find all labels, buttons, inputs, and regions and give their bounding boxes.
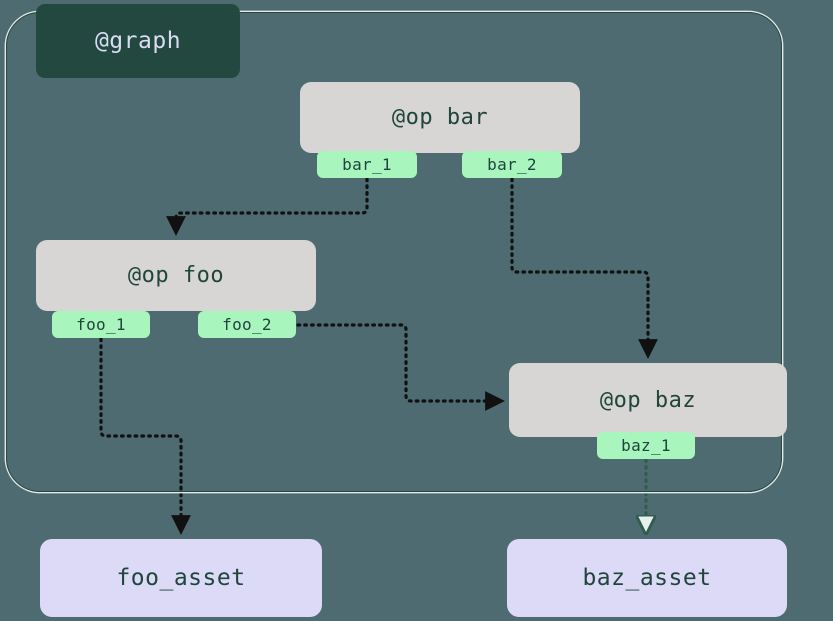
asset-node-foo-asset-label: foo_asset [116,565,246,591]
asset-node-baz-asset-label: baz_asset [582,565,712,591]
graph-label-text: @graph [94,28,182,54]
port-baz-1[interactable]: baz_1 [597,432,695,459]
port-foo-1[interactable]: foo_1 [52,311,150,338]
port-baz-1-label: baz_1 [621,436,671,455]
port-foo-1-label: foo_1 [76,315,126,334]
op-node-foo[interactable]: @op foo [36,240,316,311]
port-bar-2-label: bar_2 [487,155,537,174]
port-foo-2-label: foo_2 [222,315,272,334]
graph-label: @graph [36,4,240,78]
asset-node-foo-asset[interactable]: foo_asset [40,539,322,617]
op-node-foo-label: @op foo [127,263,225,288]
port-foo-2[interactable]: foo_2 [198,311,296,338]
graph-container [6,12,782,492]
port-bar-1-label: bar_1 [342,155,392,174]
asset-node-baz-asset[interactable]: baz_asset [507,539,787,617]
op-node-baz-label: @op baz [599,387,697,413]
op-node-bar[interactable]: @op bar [300,82,580,153]
op-node-bar-label: @op bar [391,105,489,130]
port-bar-2[interactable]: bar_2 [462,151,562,178]
op-node-baz[interactable]: @op baz [509,363,787,437]
port-bar-1[interactable]: bar_1 [317,151,417,178]
